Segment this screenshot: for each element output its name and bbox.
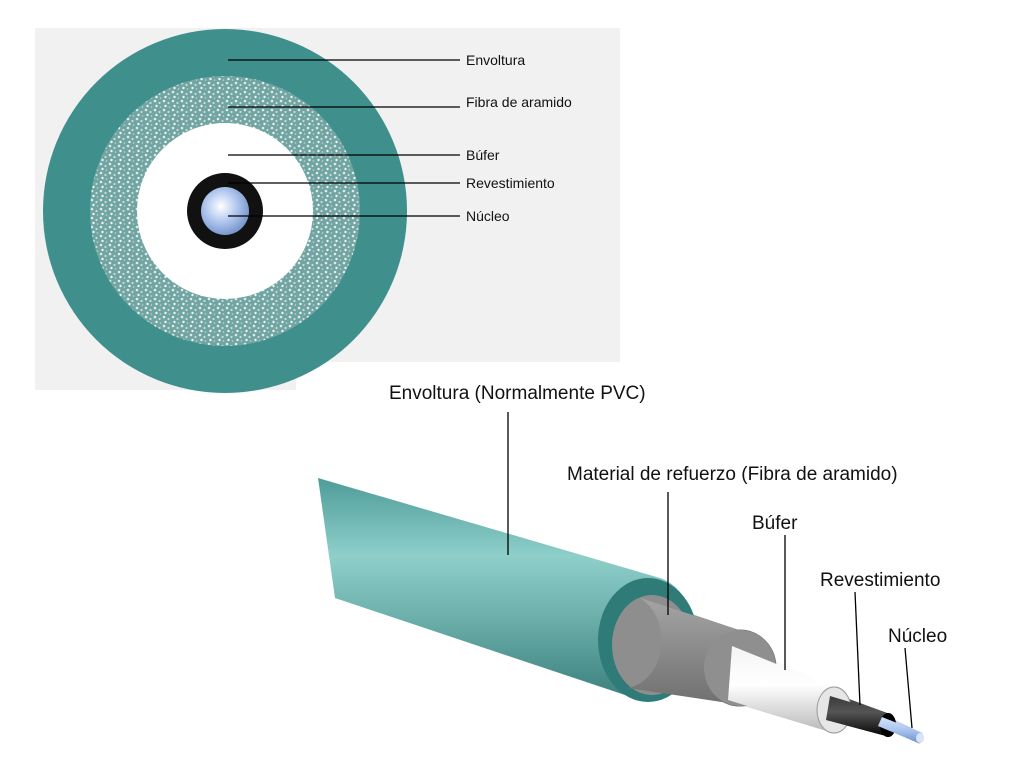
label-bufer: Búfer [466, 147, 500, 163]
label-fibra-de-aramido: Fibra de aramido [466, 94, 572, 110]
leader-nucleo-side [904, 647, 913, 729]
label-envoltura: Envoltura [466, 52, 525, 68]
core-circle [201, 187, 249, 235]
leader-revestimiento-side [854, 591, 861, 706]
label-nucleo: Núcleo [466, 208, 510, 224]
label-nucleo-side: Núcleo [888, 626, 947, 647]
label-revestimiento: Revestimiento [466, 175, 555, 191]
label-envoltura-pvc: Envoltura (Normalmente PVC) [389, 383, 646, 404]
label-revestimiento-side: Revestimiento [820, 570, 940, 591]
label-material-refuerzo: Material de refuerzo (Fibra de aramido) [567, 464, 898, 485]
cladding-front [826, 696, 895, 736]
label-bufer-side: Búfer [752, 513, 798, 534]
cross-section-panel: Envoltura Fibra de aramido Búfer Revesti… [35, 28, 620, 393]
cable-side-view: Envoltura (Normalmente PVC) Material de … [318, 383, 947, 744]
core-front [878, 717, 924, 744]
buffer-front [728, 646, 845, 732]
core-end-front [916, 733, 924, 743]
